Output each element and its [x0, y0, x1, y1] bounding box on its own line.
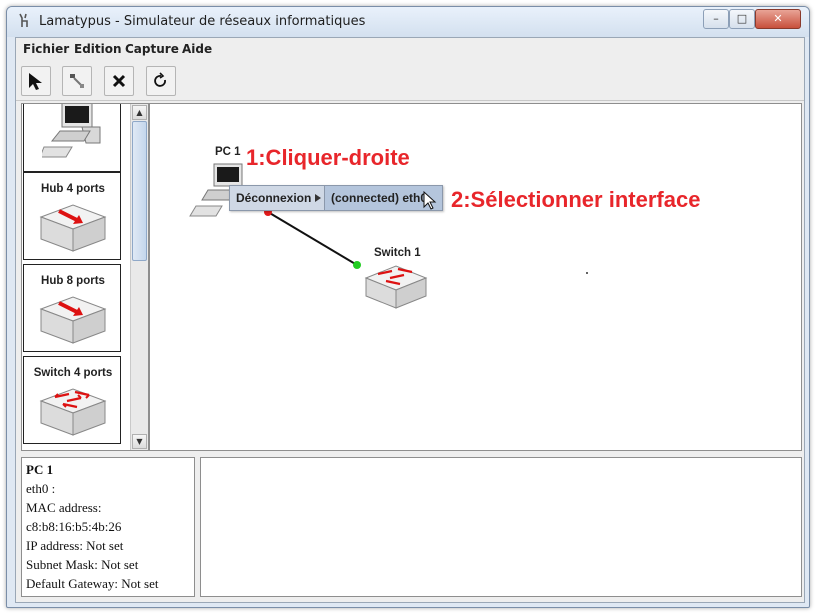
menu-bar: Fichier Edition Capture Aide [16, 38, 804, 60]
scroll-up-arrow-icon[interactable]: ▲ [132, 105, 147, 120]
context-submenu: (connected) eth0 [324, 186, 442, 210]
info-mac-label: MAC address: [26, 500, 102, 515]
refresh-tool-button[interactable] [146, 66, 176, 96]
context-menu: Déconnexion (connected) eth0 [229, 185, 443, 211]
window-title: Lamatypus - Simulateur de réseaux inform… [39, 14, 366, 29]
close-button[interactable]: ✕ [755, 9, 801, 29]
toolbar [16, 60, 804, 101]
annotation-step-2: 2:Sélectionner interface [451, 187, 701, 212]
switch-link-endpoint [353, 261, 361, 269]
delete-tool-button[interactable] [104, 66, 134, 96]
annotation-step-1: 1:Cliquer-droite [246, 145, 410, 170]
scroll-thumb[interactable] [132, 121, 147, 261]
palette-scrollbar[interactable]: ▲ ▼ [130, 104, 148, 450]
info-device-name: PC 1 [26, 462, 54, 477]
palette-item-pc[interactable] [23, 104, 121, 172]
menu-fichier[interactable]: Fichier [23, 42, 70, 56]
hub-icon [39, 296, 107, 344]
llama-app-icon [19, 13, 28, 27]
select-tool-button[interactable] [21, 66, 51, 96]
info-gateway: Default Gateway: Not set [26, 576, 159, 591]
menu-capture[interactable]: Capture [125, 42, 179, 56]
submenu-item-eth0[interactable]: (connected) eth0 [331, 191, 428, 205]
switch-node-label[interactable]: Switch 1 [374, 247, 421, 259]
info-ip: IP address: Not set [26, 538, 124, 553]
palette-label-hub-8: Hub 8 ports [41, 275, 105, 287]
refresh-icon [154, 72, 166, 87]
info-interface: eth0 : [26, 481, 56, 496]
delete-x-icon [112, 74, 126, 88]
cable-plug-icon [70, 74, 84, 88]
scroll-down-arrow-icon[interactable]: ▼ [132, 434, 147, 449]
output-panel[interactable] [200, 457, 802, 597]
mouse-pointer-icon [423, 191, 437, 210]
palette-item-hub-8[interactable]: Hub 8 ports [23, 264, 121, 352]
minimize-button[interactable]: – [703, 9, 729, 29]
palette-item-switch-4[interactable]: Switch 4 ports [23, 356, 121, 444]
device-palette: Hub 4 ports Hub 8 ports [21, 103, 149, 451]
network-canvas[interactable]: PC 1 Switch 1 [149, 103, 802, 451]
menu-aide[interactable]: Aide [182, 42, 213, 56]
arrow-cursor-icon [29, 73, 42, 90]
hub-icon [39, 204, 107, 252]
context-menu-deconnexion[interactable]: Déconnexion [236, 191, 312, 205]
submenu-arrow-icon [315, 194, 321, 202]
palette-label-hub-4: Hub 4 ports [41, 183, 105, 195]
info-mask: Subnet Mask: Not set [26, 557, 139, 572]
device-info-panel: PC 1 eth0 : MAC address: c8:b8:16:b5:4b:… [21, 457, 195, 597]
switch-node-icon [364, 265, 428, 309]
connect-cable-tool-button[interactable] [62, 66, 92, 96]
switch-icon [39, 388, 107, 436]
app-window: Lamatypus - Simulateur de réseaux inform… [6, 6, 810, 608]
pc-icon [42, 104, 101, 158]
title-bar[interactable]: Lamatypus - Simulateur de réseaux inform… [7, 7, 809, 37]
palette-label-switch-4: Switch 4 ports [33, 367, 113, 379]
canvas-dot [586, 272, 588, 274]
info-mac-value: c8:b8:16:b5:4b:26 [26, 519, 122, 534]
maximize-button[interactable]: □ [729, 9, 755, 29]
client-area: Fichier Edition Capture Aide [15, 37, 805, 603]
pc-node-label[interactable]: PC 1 [215, 146, 241, 158]
menu-edition[interactable]: Edition [74, 42, 122, 56]
palette-item-hub-4[interactable]: Hub 4 ports [23, 172, 121, 260]
network-link [267, 211, 358, 266]
